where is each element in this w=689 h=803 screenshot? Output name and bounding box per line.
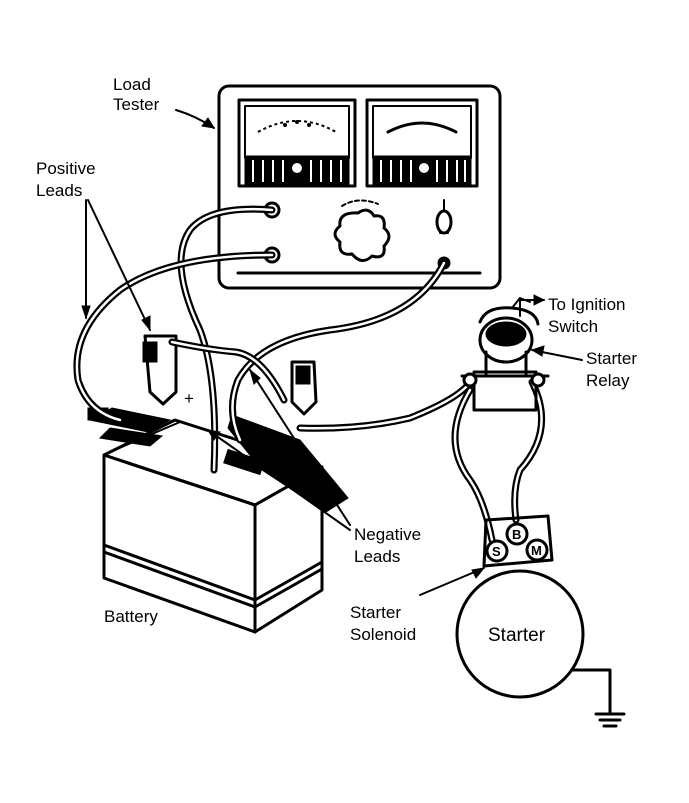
load-control-knob — [333, 208, 391, 262]
ground-symbol — [594, 712, 626, 728]
label-starter-relay-1: Starter — [586, 349, 637, 368]
ammeter-gauge — [237, 98, 357, 188]
label-to-ignition-switch-1: To Ignition — [548, 295, 626, 314]
starter-solenoid: S B M — [482, 514, 554, 568]
starter-relay — [460, 297, 550, 412]
labels: Load Tester Positive Leads To Ignition S… — [36, 75, 637, 646]
voltmeter-gauge — [365, 98, 479, 188]
starter-body — [455, 569, 585, 699]
positive-clamps — [88, 334, 178, 447]
load-tester-case — [217, 84, 502, 290]
solenoid-terminal-s — [485, 539, 509, 563]
label-load-tester-2: Tester — [113, 95, 160, 114]
svg-text:S: S — [492, 544, 501, 559]
starter-motor — [455, 569, 626, 728]
label-battery: Battery — [104, 607, 158, 626]
label-starter-solenoid-1: Starter — [350, 603, 401, 622]
negative-clamps — [227, 360, 349, 513]
label-starter-solenoid-2: Solenoid — [350, 625, 416, 644]
selector-switch — [435, 199, 453, 235]
svg-text:M: M — [531, 543, 542, 558]
starter-ground-wire — [570, 668, 612, 714]
svg-text:B: B — [512, 527, 521, 542]
label-positive-leads-1: Positive — [36, 159, 96, 178]
load-tester — [217, 84, 502, 290]
label-starter-relay-2: Relay — [586, 371, 630, 390]
label-positive-leads-2: Leads — [36, 181, 82, 200]
callout-arrows — [81, 109, 583, 596]
test-cables — [73, 205, 546, 544]
solenoid-terminal-m — [525, 538, 549, 562]
battery-positive-mark: + — [184, 389, 194, 408]
label-load-tester-1: Load — [113, 75, 151, 94]
label-negative-leads-2: Leads — [354, 547, 400, 566]
label-to-ignition-switch-2: Switch — [548, 317, 598, 336]
label-negative-leads-1: Negative — [354, 525, 421, 544]
solenoid-terminal-b — [505, 522, 529, 546]
label-starter: Starter — [488, 625, 546, 646]
